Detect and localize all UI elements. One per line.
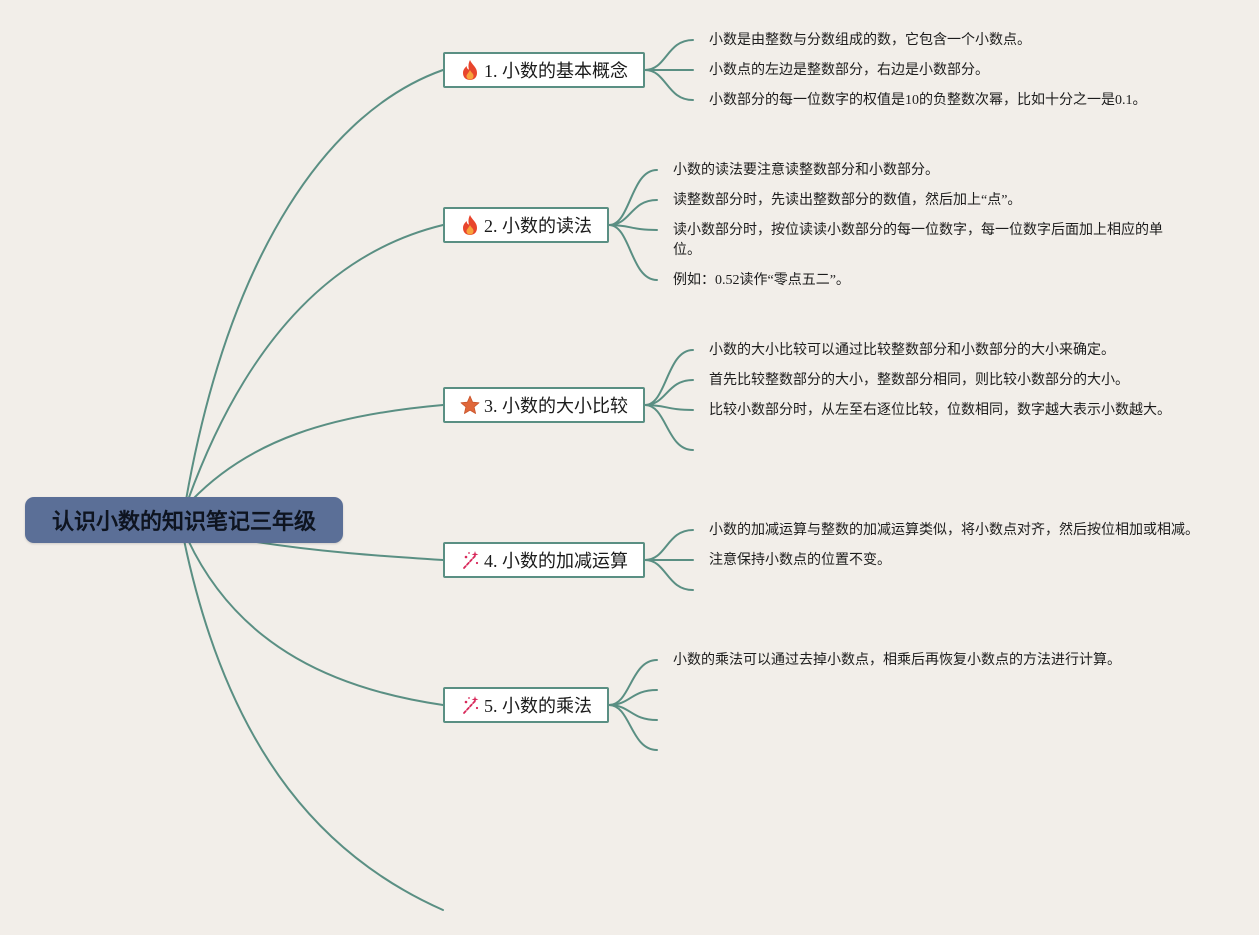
root-topic-label: 认识小数的知识笔记三年级 bbox=[51, 510, 316, 535]
branch-link bbox=[608, 224, 658, 281]
root-link bbox=[185, 69, 444, 501]
topic-reading[interactable]: 2. 小数的读法 bbox=[443, 207, 609, 243]
leaf-item[interactable]: 小数是由整数与分数组成的数，它包含一个小数点。 bbox=[709, 33, 1031, 48]
leaf-item[interactable]: 小数的乘法可以通过去掉小数点，相乘后再恢复小数点的方法进行计算。 bbox=[673, 653, 1121, 668]
leaf-item[interactable]: 比较小数部分时，从左至右逐位比较，位数相同，数字越大表示小数越大。 bbox=[709, 403, 1171, 418]
leaf-item[interactable]: 小数点的左边是整数部分，右边是小数部分。 bbox=[709, 63, 989, 78]
root-topic[interactable]: 认识小数的知识笔记三年级 bbox=[25, 497, 343, 543]
topic-label: 4. 小数的加减运算 bbox=[484, 551, 628, 571]
root-link bbox=[191, 404, 444, 501]
branch-link bbox=[608, 169, 658, 226]
topic-comparison[interactable]: 3. 小数的大小比较 bbox=[443, 387, 645, 423]
topic-label: 1. 小数的基本概念 bbox=[484, 61, 628, 81]
branch-link bbox=[608, 704, 658, 751]
leaf-item[interactable]: 首先比较整数部分的大小，整数部分相同，则比较小数部分的大小。 bbox=[709, 373, 1129, 388]
root-link bbox=[187, 224, 444, 501]
root-link bbox=[183, 539, 444, 911]
root-link bbox=[187, 539, 444, 706]
branch-link bbox=[644, 379, 694, 406]
fire-icon bbox=[460, 214, 480, 236]
leaf-item[interactable]: 读小数部分时，按位读读小数部分的每一位数字，每一位数字后面加上相应的单位。 bbox=[673, 223, 1163, 258]
fire-icon bbox=[460, 59, 480, 81]
branch-link bbox=[644, 559, 694, 591]
leaf-item[interactable]: 小数的大小比较可以通过比较整数部分和小数部分的大小来确定。 bbox=[709, 343, 1115, 358]
branch-link bbox=[608, 659, 658, 706]
topic-label: 3. 小数的大小比较 bbox=[484, 396, 628, 416]
branch-link bbox=[644, 39, 694, 71]
sparkle-wand-icon bbox=[460, 549, 480, 571]
branch-link bbox=[644, 349, 694, 406]
topic-label: 5. 小数的乘法 bbox=[484, 696, 592, 716]
topic-multiplication[interactable]: 5. 小数的乘法 bbox=[443, 687, 609, 723]
branch-link bbox=[644, 69, 694, 101]
sparkle-wand-icon bbox=[460, 694, 480, 716]
topic-label: 2. 小数的读法 bbox=[484, 216, 592, 236]
leaf-item[interactable]: 小数部分的每一位数字的权值是10的负整数次幂，比如十分之一是0.1。 bbox=[709, 93, 1147, 108]
leaf-item[interactable]: 例如：0.52读作“零点五二”。 bbox=[673, 273, 850, 288]
leaf-item[interactable]: 小数的读法要注意读整数部分和小数部分。 bbox=[673, 163, 939, 178]
leaf-item[interactable]: 注意保持小数点的位置不变。 bbox=[709, 553, 891, 568]
branch-link bbox=[644, 529, 694, 561]
branch-link bbox=[644, 404, 694, 451]
root-link bbox=[249, 540, 444, 561]
topic-basic-concept[interactable]: 1. 小数的基本概念 bbox=[443, 52, 645, 88]
leaf-item[interactable]: 小数的加减运算与整数的加减运算类似，将小数点对齐，然后按位相加或相减。 bbox=[709, 523, 1199, 538]
star-icon bbox=[460, 394, 480, 416]
branch-link bbox=[608, 199, 658, 226]
topic-add-subtract[interactable]: 4. 小数的加减运算 bbox=[443, 542, 645, 578]
leaf-item[interactable]: 读整数部分时，先读出整数部分的数值，然后加上“点”。 bbox=[673, 193, 1022, 208]
